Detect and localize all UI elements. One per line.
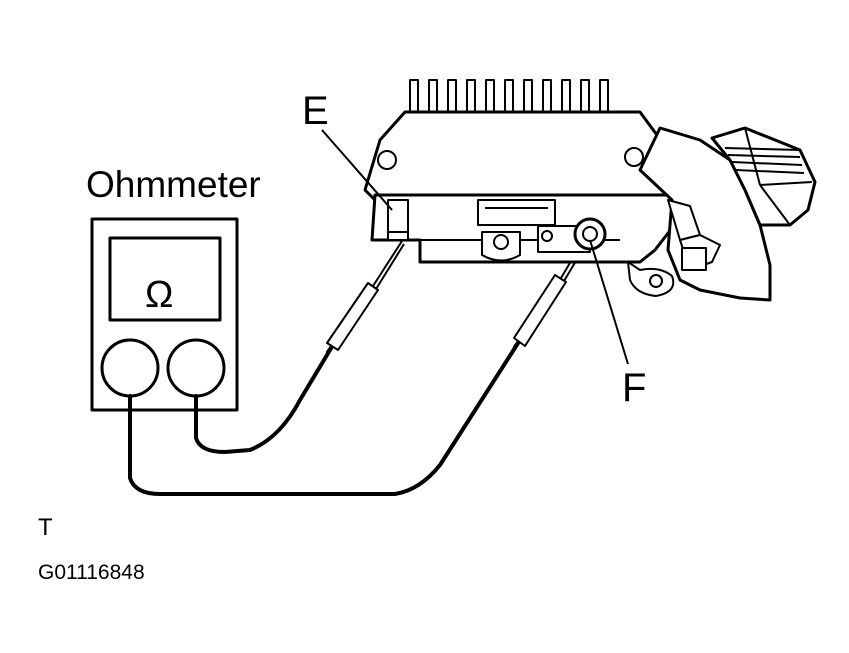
raised-block — [477, 199, 556, 226]
ohmmeter-display — [108, 236, 222, 322]
terminal-e-label: E — [302, 89, 329, 133]
ohmmeter — [90, 217, 239, 412]
instrument-label: Ohmmeter — [86, 164, 261, 205]
probe-e — [326, 240, 405, 354]
pointer-e — [321, 129, 393, 211]
corner-mark: T — [38, 514, 53, 541]
regulator-unit — [321, 79, 817, 365]
connector-bracket — [638, 126, 772, 302]
mount-hole-left — [377, 150, 397, 170]
terminal-f-label: F — [622, 366, 646, 410]
lead-to-e — [194, 343, 335, 454]
lead-to-f — [128, 338, 522, 496]
figure-id: G01116848 — [38, 561, 145, 584]
ohm-symbol: Ω — [145, 274, 173, 316]
ohmmeter-jack-left — [100, 338, 160, 398]
pointer-f — [589, 239, 629, 365]
terminal-e-tab — [387, 199, 409, 241]
connector-plug — [710, 126, 817, 227]
ohmmeter-jack-right — [166, 338, 226, 398]
test-leads — [128, 338, 522, 496]
mount-hole-right — [624, 147, 644, 167]
